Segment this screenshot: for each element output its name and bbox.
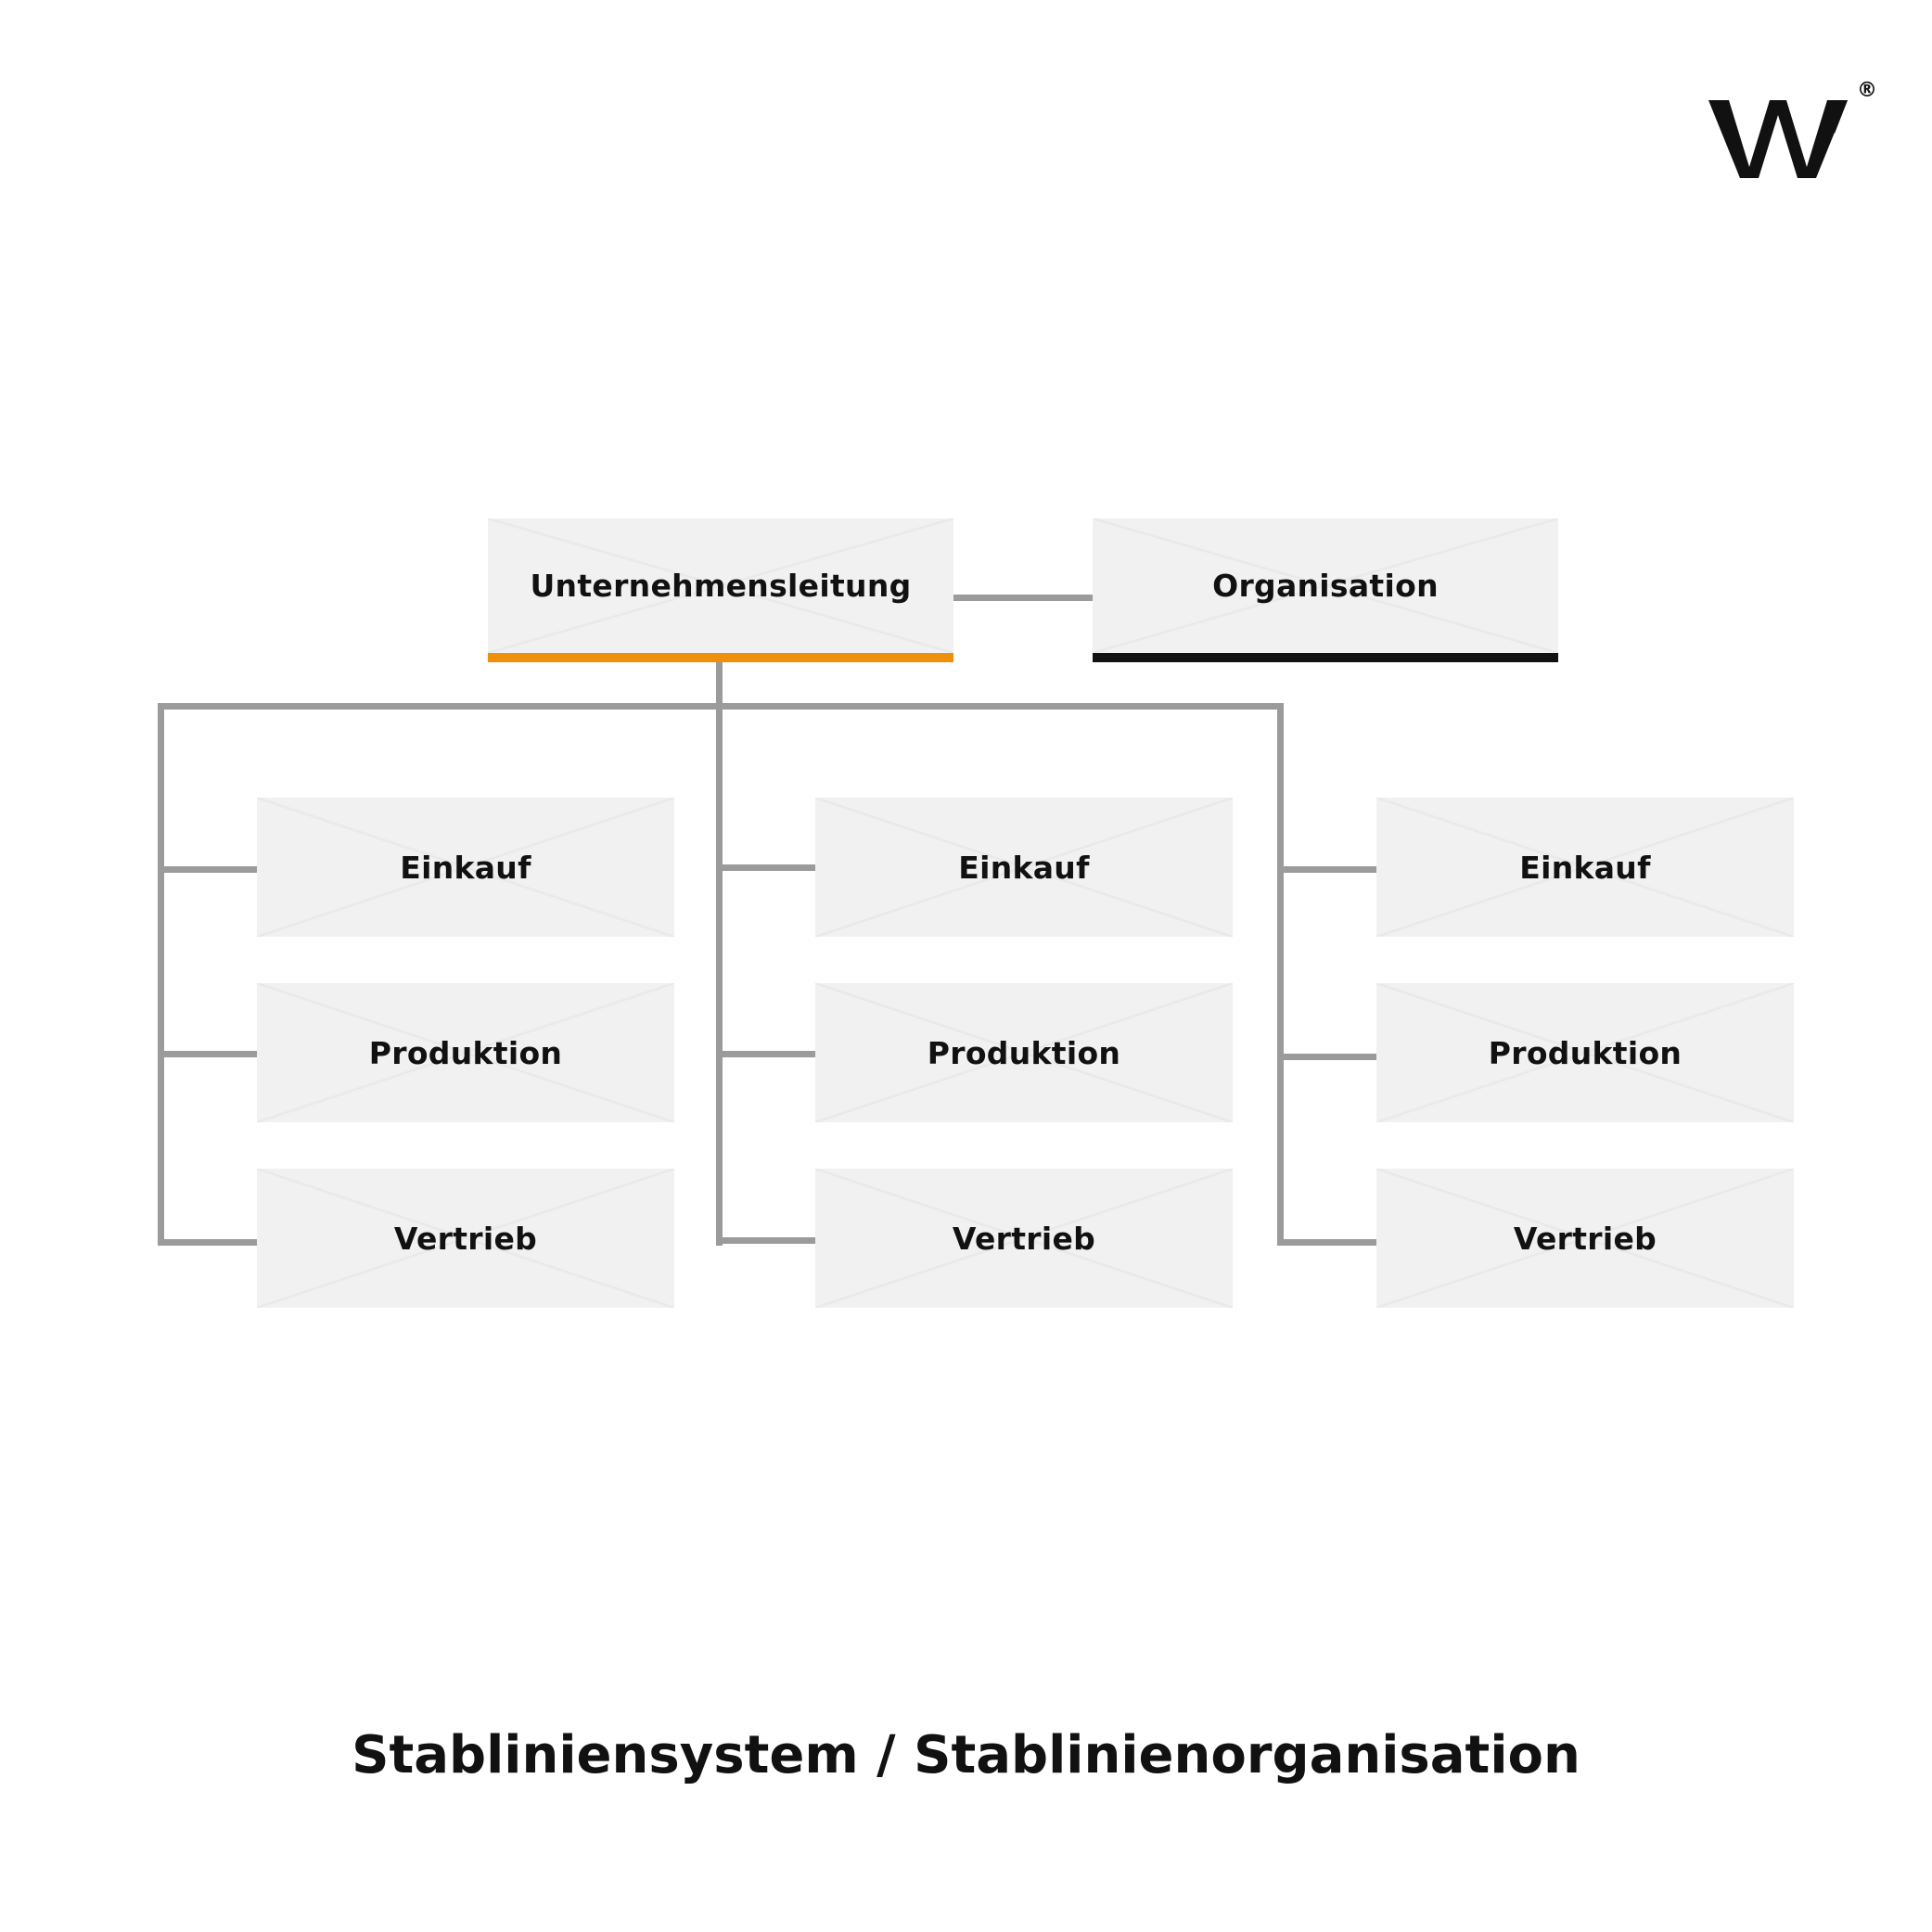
connector-head-trunk (716, 660, 723, 710)
node-organisation: Organisation (1093, 518, 1558, 653)
node-vertrieb: Vertrieb (1376, 1169, 1794, 1308)
connector-branch (716, 864, 815, 871)
connector-branch (716, 1237, 815, 1244)
connector-head-staff (953, 595, 1093, 601)
node-produktion: Produktion (1376, 983, 1794, 1122)
node-label: Einkauf (1519, 849, 1651, 886)
node-vertrieb: Vertrieb (257, 1169, 674, 1308)
node-einkauf: Einkauf (1376, 798, 1794, 937)
connector-column-3-vertical (1277, 703, 1284, 1246)
node-label: Vertrieb (393, 1220, 538, 1257)
node-label: Produktion (927, 1034, 1121, 1071)
connector-branch (1277, 1054, 1376, 1060)
node-einkauf: Einkauf (815, 798, 1233, 937)
staff-accent-bar (1093, 653, 1558, 662)
connector-branch (158, 866, 257, 873)
connector-column-2-vertical (716, 703, 723, 1246)
node-label: Produktion (368, 1034, 563, 1071)
node-label: Organisation (1212, 568, 1439, 604)
head-accent-bar (488, 653, 953, 662)
registered-mark: ® (1857, 79, 1875, 102)
connector-branch (158, 1051, 257, 1057)
node-label: Vertrieb (1513, 1220, 1657, 1257)
node-label: Unternehmensleitung (530, 568, 912, 604)
node-label: Produktion (1488, 1034, 1683, 1071)
connector-branch (1277, 866, 1376, 873)
node-label: Vertrieb (952, 1220, 1096, 1257)
node-unternehmensleitung: Unternehmensleitung (488, 518, 953, 653)
node-produktion: Produktion (257, 983, 674, 1122)
connector-branch (158, 1239, 257, 1246)
connector-column-1-vertical (158, 703, 164, 1246)
node-einkauf: Einkauf (257, 798, 674, 937)
node-label: Einkauf (400, 849, 531, 886)
w-logo-icon: ® (1708, 79, 1875, 178)
diagram-caption: Stabliniensystem / Stablinienorganisatio… (352, 1725, 1580, 1785)
connector-branch (716, 1051, 815, 1057)
node-label: Einkauf (958, 849, 1090, 886)
node-vertrieb: Vertrieb (815, 1169, 1233, 1308)
node-produktion: Produktion (815, 983, 1233, 1122)
connector-branch (1277, 1239, 1376, 1246)
